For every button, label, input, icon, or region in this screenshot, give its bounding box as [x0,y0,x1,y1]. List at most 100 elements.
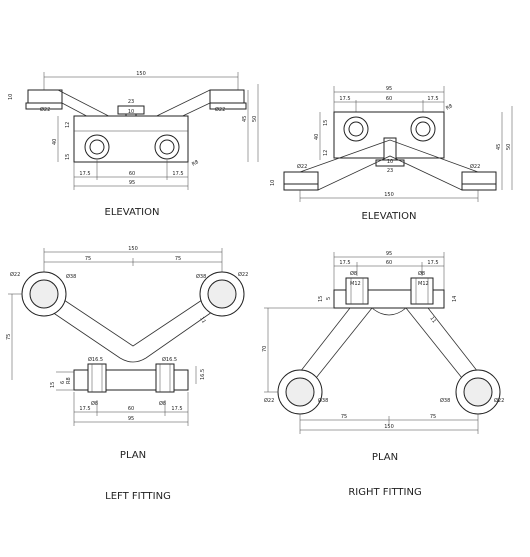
dim-45-left: 45 [242,116,248,122]
plan-boss-b [155,363,175,393]
plan-arm-right-crotch [371,307,407,316]
dim-17-5-h: 17.5 [427,260,438,266]
dim-d38-b: Ø38 [196,273,206,280]
arm-upper-right [299,139,479,173]
dim-95-left-elev: 95 [129,180,135,186]
dim-10-right: 10 [270,180,276,186]
dim-d8-b: Ø8 [159,400,166,407]
plan-arm-right-a [299,307,351,373]
dim-40-right: 40 [314,134,320,140]
ring-c-inner [285,377,315,407]
dim-d38-d: Ø38 [440,397,450,404]
right-pad-a [283,171,319,185]
dim-95-right-elev: 95 [386,86,392,92]
dim-10-center: 10 [128,109,134,115]
dim-10-left: 10 [8,94,14,100]
dim-60-left-elev: 60 [129,171,135,177]
dim-60-left-plan: 60 [128,406,134,412]
plan-arm-outer [51,311,213,363]
bolt-circle-d-inner [415,121,431,137]
label-right-fitting: RIGHT FITTING [348,487,421,498]
dim-d22-c: Ø22 [297,163,307,170]
dim-14-right-plan: 14 [452,296,458,302]
bolt-circle-b-inner [159,139,175,155]
dim-d22-b: Ø22 [215,106,225,113]
plan-boss-d [410,277,434,305]
dim-75-a: 75 [85,256,91,262]
dim-150-right-elev: 150 [384,192,394,198]
dim-d38-a: Ø38 [66,273,76,280]
dim-15-left: 15 [65,154,71,160]
dim-15-right: 15 [323,120,329,126]
dim-5-right-plan: 5 [326,297,332,300]
dim-d22-g: Ø22 [264,397,274,404]
dim-75-vertical-left: 75 [6,334,12,340]
dim-d22-d: Ø22 [470,163,480,170]
dim-15-left-plan: 15 [50,382,56,388]
dim-75-d: 75 [430,414,436,420]
right-pad-a-base [283,183,319,191]
left-pad-b-base [209,102,247,110]
dim-6-left-plan: 6 [60,381,66,384]
dim-r8-right: R8 [445,103,454,112]
label-plan-right: PLAN [372,452,398,463]
right-elevation-view: 95 17.5 60 17.5 R8 10 23 Ø22 Ø22 10 40 1… [270,86,513,222]
dim-17-5-b: 17.5 [172,171,183,177]
dim-16-5-left-plan: 16.5 [200,369,206,380]
dim-d8-a: Ø8 [91,400,98,407]
dim-75-c: 75 [341,414,347,420]
right-pad-b [461,171,497,185]
dim-17-5-e: 17.5 [79,406,90,412]
dim-m12-a: M12 [350,281,361,287]
right-pad-b-base [461,183,497,191]
ring-b-inner [207,279,237,309]
dim-m12-b: M12 [418,281,429,287]
dim-r8-left: R8 [191,159,200,168]
plan-arm-right-d [427,307,479,373]
dim-d8-c: Ø8 [350,270,357,277]
plan-boss-a [87,363,107,393]
dim-17-5-f: 17.5 [171,406,182,412]
dim-60-right-elev: 60 [386,96,392,102]
plan-arm-inner [63,299,203,347]
plan-arm-right-c [405,307,463,379]
dim-70-vertical-right: 70 [262,346,268,352]
dim-40-left: 40 [52,139,58,145]
dim-d22-e: Ø22 [10,271,20,278]
dim-d8-d: Ø8 [418,270,425,277]
dim-8-left-plan: R8 [66,377,72,384]
dim-12-left: 12 [65,122,71,128]
label-elevation-left: ELEVATION [105,207,160,218]
dim-d16-5-a: Ø16.5 [88,356,103,363]
dim-d38-c: Ø38 [318,397,328,404]
dim-95-left-plan: 95 [128,416,134,422]
dim-23-right: 23 [387,168,393,174]
dim-50-right: 50 [506,144,512,150]
dim-15-right-plan: 15 [318,296,324,302]
left-plan-view: 150 75 75 Ø38 Ø22 Ø38 Ø22 11 75 Ø16.5 Ø1… [6,246,248,502]
dim-17-5-a: 17.5 [79,171,90,177]
left-elevation-view: 150 Ø22 Ø22 10 23 10 R8 40 12 15 [8,71,259,218]
dim-45-right: 45 [496,144,502,150]
dim-d22-f: Ø22 [238,271,248,278]
dim-17-5-d: 17.5 [427,96,438,102]
dim-11-left: 11 [198,316,206,325]
dim-50-left: 50 [252,116,258,122]
label-plan-left: PLAN [120,450,146,461]
bolt-circle-a-inner [89,139,105,155]
left-pad-a [27,89,63,104]
left-pad-a-base [25,102,63,110]
dim-12-right: 12 [323,150,329,156]
plan-boss-c [345,277,369,305]
right-plan-view: 95 17.5 60 17.5 Ø8 Ø8 M12 M12 15 5 14 11… [262,251,504,498]
dim-17-5-c: 17.5 [339,96,350,102]
bolt-circle-c-inner [348,121,364,137]
ring-d-inner [463,377,493,407]
left-pad-b [209,89,245,104]
dim-60-right-plan: 60 [386,260,392,266]
dim-17-5-g: 17.5 [339,260,350,266]
plan-arm-right-b [315,307,373,379]
dim-d22-a: Ø22 [40,106,50,113]
dim-95-right-plan: 95 [386,251,392,257]
